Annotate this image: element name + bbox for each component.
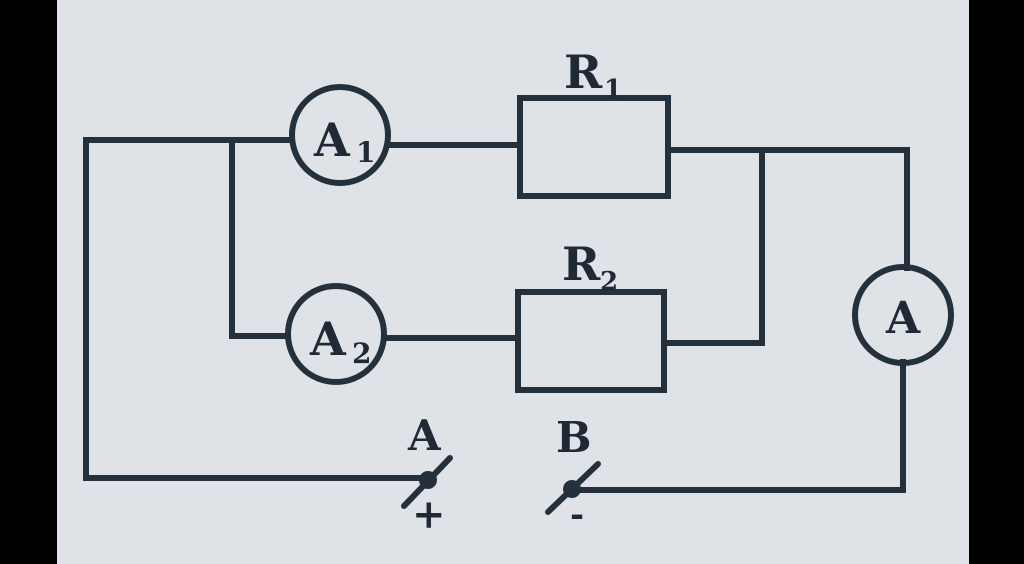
resistor-r2-body: [515, 289, 667, 393]
resistor-r2-subscript: 2: [600, 267, 618, 297]
ammeter-a1-letter: A: [313, 113, 351, 167]
terminal-a: [401, 455, 453, 509]
terminal-a-polarity: +: [412, 491, 446, 538]
wire-left-outer: [83, 137, 425, 481]
wires: [83, 137, 910, 493]
resistor-r1-letter: R: [564, 45, 603, 99]
terminal-b-dot: [563, 480, 581, 498]
paper-background: [57, 0, 969, 564]
resistor-r1-body: [517, 95, 671, 199]
terminal-a-label: A: [407, 411, 442, 460]
ammeter-a1-subscript: 1: [356, 136, 375, 169]
terminal-b: [545, 461, 601, 515]
wire-right-junction: [661, 147, 765, 346]
terminal-b-polarity: -: [570, 495, 584, 535]
wire-left-junction: [229, 137, 291, 339]
wire-right-outer: [571, 359, 906, 493]
ammeter-main-circle: [852, 264, 954, 366]
terminal-a-dot: [419, 471, 437, 489]
ammeter-a2-letter: A: [309, 312, 347, 366]
ammeter-a1-circle: [289, 84, 391, 186]
ammeter-main-letter: A: [885, 293, 921, 344]
resistor-r2-letter: R: [562, 237, 601, 291]
wire-r1-to-right: [665, 147, 910, 271]
resistor-r1-subscript: 1: [604, 75, 622, 105]
ammeter-a2-subscript: 2: [352, 337, 371, 370]
terminal-b-label: B: [556, 413, 592, 462]
ammeter-a2-circle: [285, 283, 387, 385]
